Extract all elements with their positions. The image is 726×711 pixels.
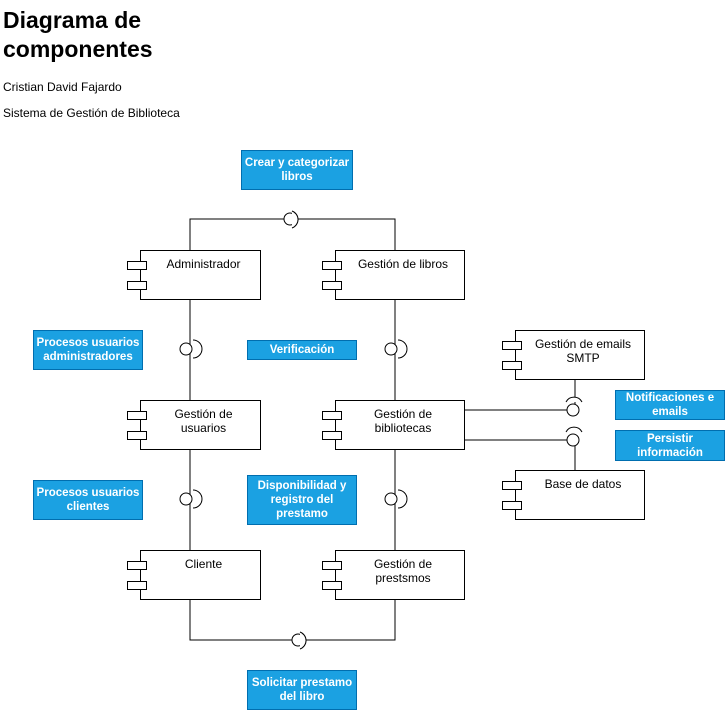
- label-line: Gestión de: [373, 407, 433, 421]
- interface-sockets: [179, 210, 583, 650]
- component-gestion-bibliotecas[interactable]: Gestión de bibliotecas: [322, 400, 465, 450]
- note-procesos-clientes[interactable]: Procesos usuarios clientes: [33, 480, 143, 520]
- component-port-icon: [127, 261, 147, 270]
- note-line: información: [637, 446, 703, 459]
- component-label: Gestión de emails SMTP: [526, 337, 640, 365]
- title-line-2: componentes: [3, 36, 153, 62]
- note-verificacion[interactable]: Verificación: [247, 340, 357, 360]
- component-port-icon: [502, 501, 522, 510]
- label-line: Gestión de: [174, 407, 233, 421]
- component-gestion-usuarios[interactable]: Gestión de usuarios: [127, 400, 261, 450]
- component-port-icon: [322, 281, 342, 290]
- note-line: Crear y categorizar: [244, 157, 350, 169]
- note-procesos-administradores[interactable]: Procesos usuarios administradores: [33, 330, 143, 370]
- label-line: usuarios: [180, 421, 227, 435]
- component-label: Gestión de prestsmos: [346, 557, 460, 585]
- component-label: Cliente: [184, 557, 223, 571]
- component-port-icon: [127, 411, 147, 420]
- component-base-datos[interactable]: Base de datos: [502, 470, 645, 520]
- note-line: registro del: [270, 494, 334, 506]
- system-text: Sistema de Gestión de Biblioteca: [3, 106, 180, 120]
- component-port-icon: [322, 411, 342, 420]
- title-line-1: Diagrama de: [3, 7, 142, 33]
- note-line: prestamo: [276, 508, 328, 520]
- component-gestion-prestamos[interactable]: Gestión de prestsmos: [322, 550, 465, 600]
- note-line: libros: [281, 171, 313, 183]
- note-line: Procesos usuarios: [36, 487, 140, 499]
- note-line: administradores: [43, 351, 133, 363]
- component-gestion-emails[interactable]: Gestión de emails SMTP: [502, 330, 645, 380]
- component-port-icon: [127, 431, 147, 440]
- note-line: clientes: [66, 501, 110, 513]
- component-port-icon: [322, 561, 342, 570]
- note-line: Verificación: [269, 344, 335, 356]
- label-line: Gestión de emails: [534, 337, 632, 351]
- component-port-icon: [322, 261, 342, 270]
- label-line: SMTP: [566, 351, 600, 365]
- component-label: Administrador: [166, 257, 241, 271]
- note-disponibilidad[interactable]: Disponibilidad y registro del prestamo: [247, 475, 357, 525]
- component-port-icon: [502, 481, 522, 490]
- note-line: emails: [652, 406, 688, 418]
- note-line: Disponibilidad y: [257, 480, 347, 492]
- component-label: Gestión de libros: [357, 257, 449, 271]
- author-text: Cristian David Fajardo: [3, 80, 122, 94]
- note-notificaciones[interactable]: Notificaciones e emails: [615, 390, 725, 420]
- page-title: Diagrama de componentes: [3, 6, 153, 64]
- note-line: del libro: [279, 691, 325, 703]
- component-label: Gestión de usuarios: [151, 407, 256, 435]
- component-port-icon: [322, 581, 342, 590]
- component-label: Gestión de bibliotecas: [346, 407, 460, 435]
- component-port-icon: [502, 361, 522, 370]
- component-gestion-libros[interactable]: Gestión de libros: [322, 250, 465, 300]
- note-line: Notificaciones e: [625, 392, 715, 404]
- note-crear-categorizar[interactable]: Crear y categorizar libros: [241, 150, 353, 190]
- note-line: Solicitar prestamo: [251, 677, 353, 689]
- component-port-icon: [127, 561, 147, 570]
- component-port-icon: [127, 281, 147, 290]
- note-line: Persistir: [646, 432, 694, 445]
- note-line: Procesos usuarios: [36, 337, 140, 349]
- component-label: Base de datos: [544, 477, 622, 491]
- note-solicitar-prestamo[interactable]: Solicitar prestamo del libro: [247, 670, 357, 710]
- label-line: Gestión de: [373, 557, 433, 571]
- label-line: prestsmos: [375, 571, 431, 585]
- component-administrador[interactable]: Administrador: [127, 250, 261, 300]
- label-line: bibliotecas: [374, 421, 432, 435]
- component-cliente[interactable]: Cliente: [127, 550, 261, 600]
- component-port-icon: [502, 341, 522, 350]
- component-port-icon: [322, 431, 342, 440]
- component-port-icon: [127, 581, 147, 590]
